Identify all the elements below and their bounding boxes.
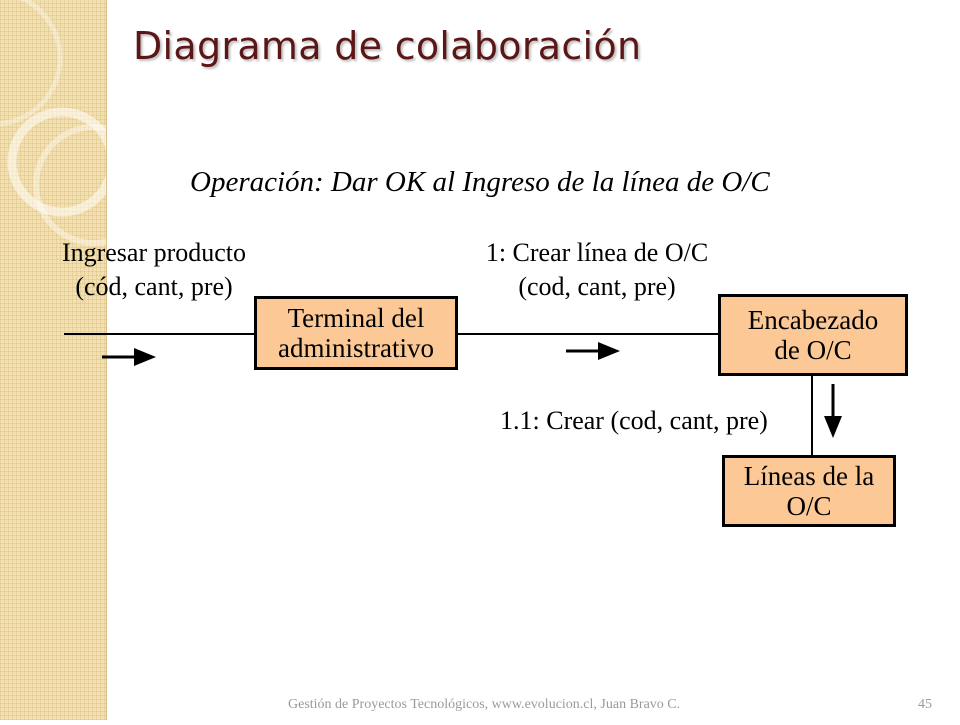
slide-title: Diagrama de colaboración bbox=[133, 24, 642, 68]
operation-caption: Operación: Dar OK al Ingreso de la línea… bbox=[190, 166, 770, 198]
arrow-right-icon bbox=[566, 342, 620, 360]
header-node: Encabezado de O/C bbox=[718, 294, 908, 376]
arrow-right-icon bbox=[102, 348, 156, 366]
sub-create-message-label: 1.1: Crear (cod, cant, pre) bbox=[500, 406, 768, 435]
header-node-line2: de O/C bbox=[774, 335, 852, 365]
create-line-message-params: (cod, cant, pre) bbox=[518, 272, 676, 301]
terminal-node-line1: Terminal del bbox=[287, 303, 425, 333]
arrow-down-icon bbox=[824, 384, 842, 438]
header-node-line1: Encabezado bbox=[747, 305, 879, 335]
lines-node: Líneas de la O/C bbox=[722, 455, 896, 527]
lines-node-line1: Líneas de la bbox=[743, 461, 875, 491]
input-message-label: Ingresar producto (cód, cant, pre) bbox=[52, 236, 256, 304]
lines-node-line2: O/C bbox=[786, 491, 832, 521]
input-message-params: (cód, cant, pre) bbox=[75, 272, 233, 301]
create-line-message-name: 1: Crear línea de O/C bbox=[485, 238, 709, 267]
decorative-sidebar bbox=[0, 0, 155, 720]
terminal-node-line2: administrativo bbox=[278, 333, 434, 363]
slide-footer: Gestión de Proyectos Tecnológicos, www.e… bbox=[288, 697, 681, 712]
page-number: 45 bbox=[918, 697, 932, 712]
input-message-name: Ingresar producto bbox=[61, 238, 247, 267]
create-line-message-label: 1: Crear línea de O/C (cod, cant, pre) bbox=[462, 236, 732, 304]
terminal-node: Terminal del administrativo bbox=[254, 296, 458, 370]
